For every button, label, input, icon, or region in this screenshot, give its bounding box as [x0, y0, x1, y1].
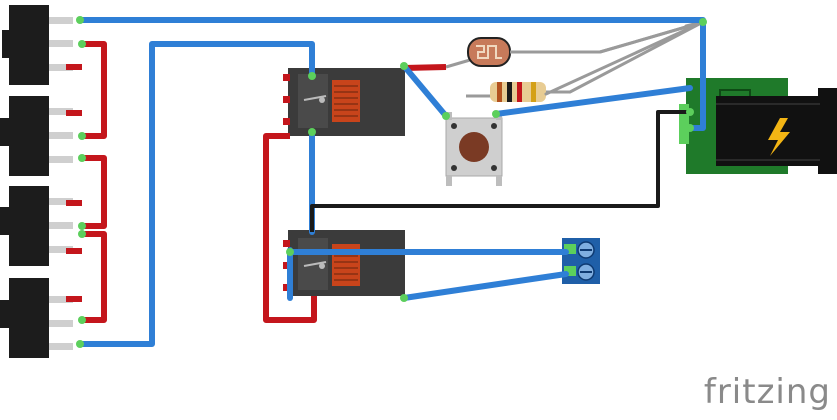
- resistor: [466, 82, 570, 102]
- screw-terminal: [562, 238, 600, 284]
- relay-top: [283, 68, 405, 136]
- lightning-bolt-icon: [768, 118, 790, 156]
- blue-wires: [77, 17, 706, 347]
- pushbutton: [445, 112, 503, 186]
- slide-switch-1: [2, 5, 73, 85]
- gray-wires: [544, 20, 705, 96]
- wire-junctions: [76, 16, 707, 348]
- red-wires: [82, 41, 447, 323]
- switch-pin-stubs: [66, 64, 82, 302]
- black-wire: [310, 110, 690, 232]
- relay-bottom: [283, 230, 405, 296]
- slide-switch-4: [0, 278, 73, 358]
- photoresistor: [445, 37, 600, 69]
- slide-switch-2: [0, 96, 73, 176]
- fritzing-logo: fritzing: [703, 372, 831, 412]
- slide-switch-3: [0, 186, 73, 266]
